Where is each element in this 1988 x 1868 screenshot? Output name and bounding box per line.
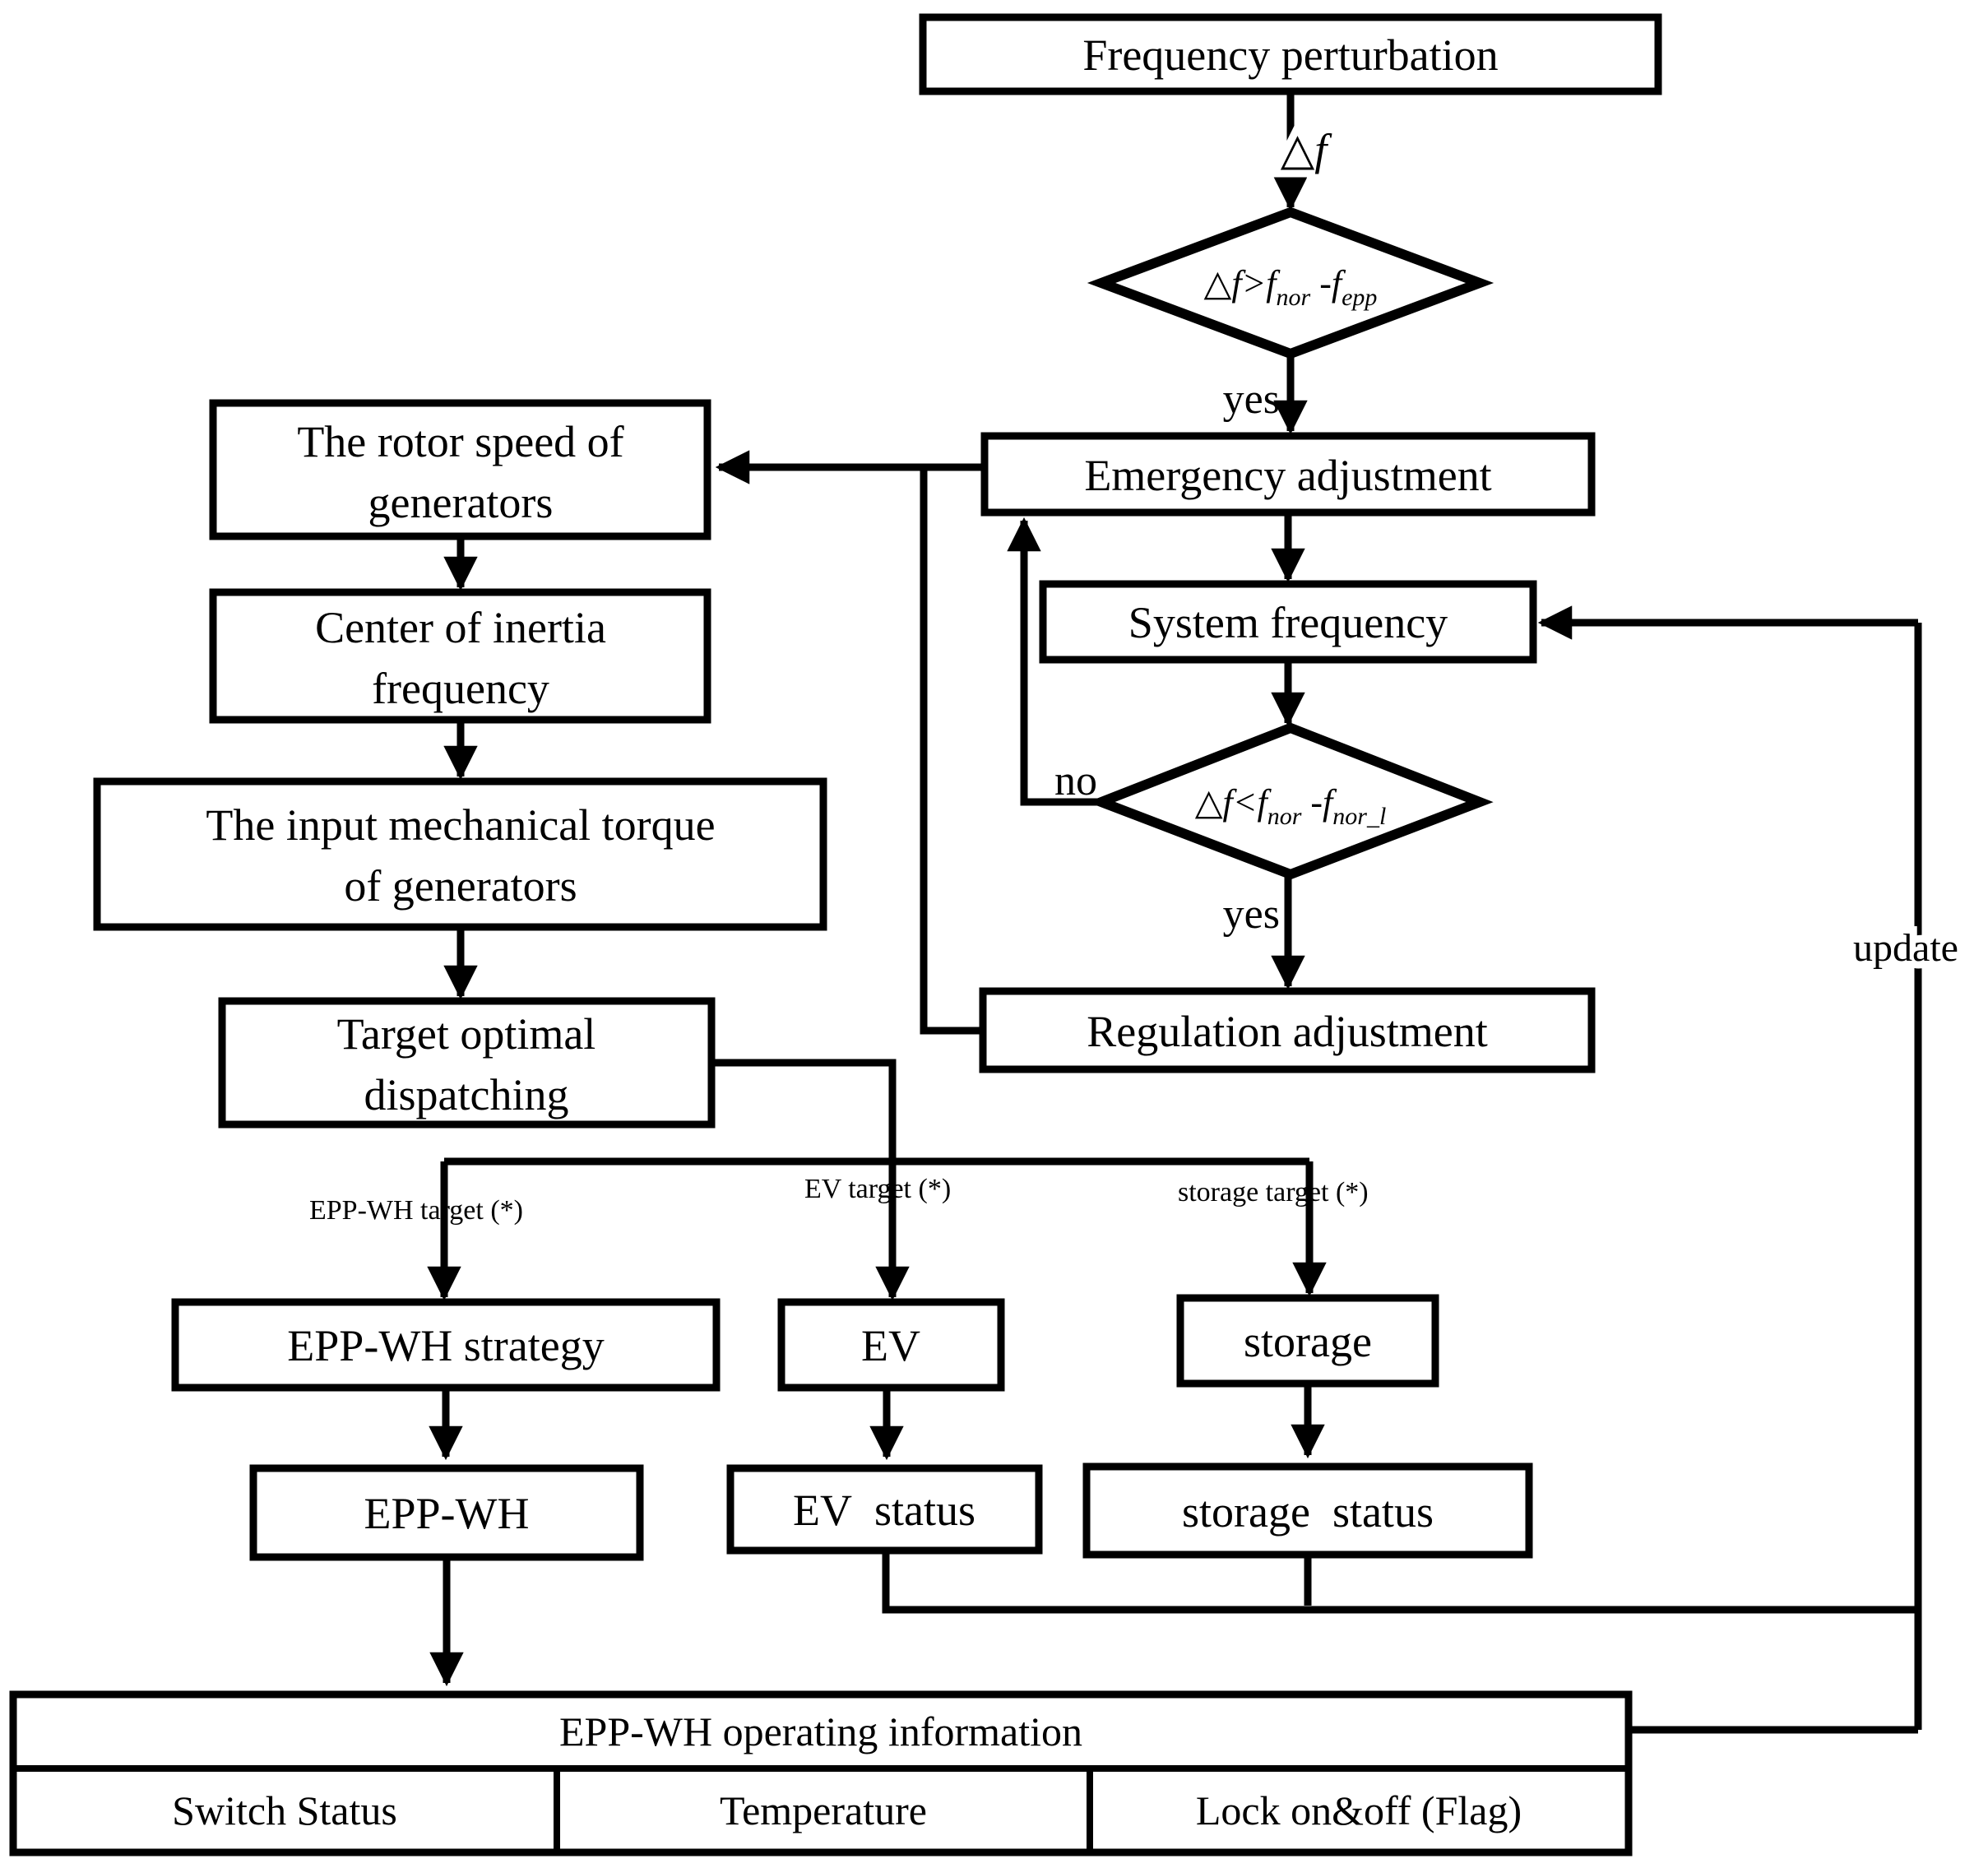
label-storage-target: storage target (*)	[1178, 1177, 1369, 1207]
label-emergency-adjustment: Emergency adjustment	[1084, 451, 1491, 500]
node-ev-status	[726, 1464, 1043, 1555]
label-center-inertia-line2: frequency	[372, 664, 549, 713]
label-storage: storage	[1244, 1317, 1372, 1366]
label-table-cell-lock-onoff: Lock on&off (Flag)	[1196, 1787, 1522, 1833]
node-input-torque	[93, 777, 827, 931]
label-target-dispatch-line2: dispatching	[364, 1070, 569, 1119]
node-target-dispatch	[218, 997, 716, 1129]
label-epp-wh-target: EPP-WH target (*)	[309, 1195, 523, 1226]
node-storage	[1176, 1294, 1439, 1388]
node-decision-emergency	[1087, 206, 1494, 359]
node-decision-regulation	[1087, 722, 1494, 880]
node-ev	[777, 1298, 1005, 1392]
label-delta-f: △f	[1281, 125, 1333, 174]
node-system-frequency	[1039, 580, 1537, 664]
label-table-title: EPP-WH operating information	[559, 1708, 1082, 1754]
edge-decision2-no-loop	[1007, 517, 1101, 806]
label-center-inertia-line1: Center of inertia	[315, 603, 606, 652]
label-rotor-speed-line1: The rotor speed of	[297, 417, 623, 466]
label-target-dispatch-line1: Target optimal	[337, 1009, 596, 1059]
label-frequency-perturbation: Frequency perturbation	[1082, 30, 1498, 80]
node-emergency-adjustment	[980, 432, 1596, 517]
label-yes-top: yes	[1223, 376, 1280, 423]
label-decision-regulation: △f<fnor -fnor_l	[1195, 782, 1387, 830]
label-ev: EV	[861, 1321, 920, 1370]
edge-target-to-ev-branch	[711, 1059, 910, 1301]
label-yes-bottom: yes	[1223, 891, 1280, 938]
label-ev-target: EV target (*)	[804, 1174, 951, 1204]
node-frequency-perturbation	[919, 13, 1662, 95]
node-regulation-adjustment	[979, 987, 1596, 1073]
label-table-cell-switch-status: Switch Status	[172, 1787, 397, 1833]
label-regulation-adjustment: Regulation adjustment	[1087, 1007, 1487, 1056]
edge-status-merge-line	[882, 1550, 1918, 1614]
node-storage-status	[1082, 1462, 1533, 1559]
edge-regulation-feedback	[920, 464, 983, 1035]
node-epp-wh-strategy	[171, 1298, 721, 1392]
label-input-torque-line1: The input mechanical torque	[206, 800, 715, 850]
label-system-frequency: System frequency	[1128, 598, 1448, 647]
label-epp-wh-strategy: EPP-WH strategy	[287, 1321, 604, 1370]
label-ev-status: EV status	[793, 1486, 975, 1535]
node-rotor-speed	[209, 399, 711, 540]
label-update: update	[1853, 926, 1958, 970]
label-input-torque-line2: of generators	[344, 861, 577, 911]
label-epp-wh: EPP-WH	[364, 1489, 530, 1538]
label-table-cell-temperature: Temperature	[720, 1787, 927, 1833]
table-epp-wh-operating-information	[9, 1690, 1633, 1856]
label-no: no	[1054, 758, 1097, 804]
label-storage-status: storage status	[1182, 1487, 1434, 1537]
label-decision-emergency: △f>fnor -fepp	[1204, 263, 1378, 311]
node-center-inertia	[209, 588, 711, 724]
label-rotor-speed-line2: generators	[368, 478, 554, 527]
node-epp-wh	[249, 1464, 644, 1561]
